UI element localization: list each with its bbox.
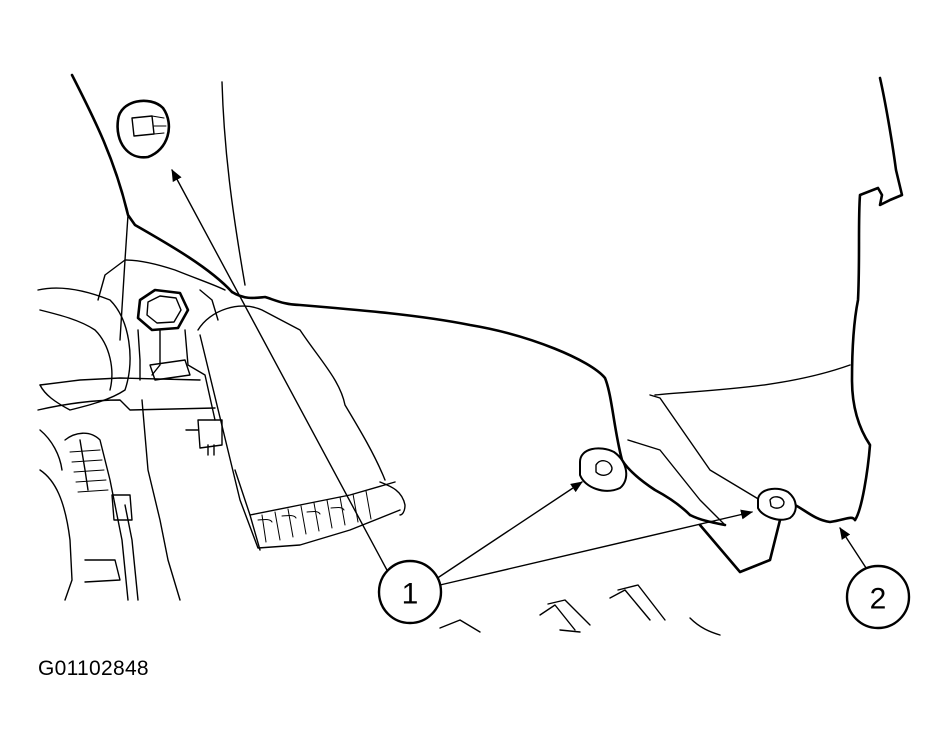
hex-bolt [136, 288, 190, 332]
lower-ribs [439, 584, 721, 636]
upper-fastener [116, 99, 171, 159]
callout-1: 1 [377, 559, 443, 625]
body-panel [221, 76, 904, 527]
callout-2-label: 2 [870, 583, 887, 616]
engine-housing [37, 259, 226, 456]
leader-line-2 [839, 527, 871, 575]
hose-line [39, 399, 181, 601]
leader-line-lower-right [439, 509, 753, 586]
leader-line-upper [171, 169, 389, 573]
leader-lines [171, 169, 871, 586]
lower-fastener-left [579, 447, 628, 492]
lower-fastener-right [757, 487, 797, 521]
figure-id: G01102848 [38, 657, 149, 680]
callout-1-label: 1 [402, 578, 419, 611]
cooling-assembly [197, 305, 406, 551]
callout-2: 2 [845, 564, 911, 630]
bracket-block [627, 394, 782, 574]
leader-line-lower-left [429, 481, 583, 584]
